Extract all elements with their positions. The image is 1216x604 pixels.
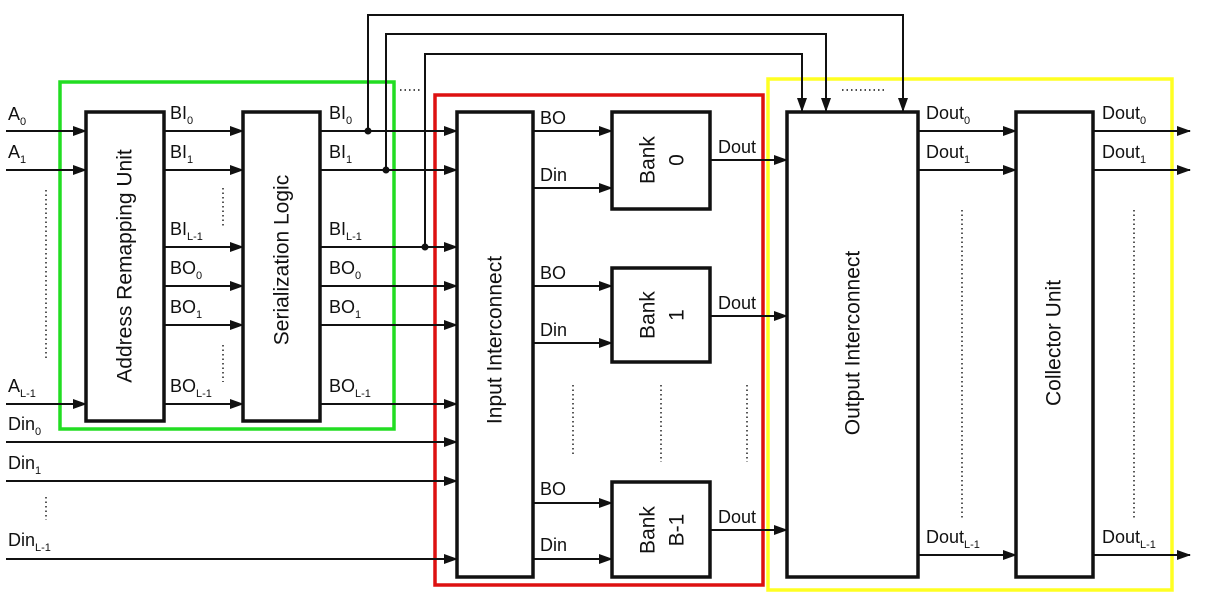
bankb-dout-label: Dout	[718, 507, 756, 527]
bank-1-number: 1	[666, 309, 689, 321]
bank-1-label: Bank	[637, 291, 660, 339]
bank0-bo-label: BO	[540, 108, 566, 128]
bank-port-labels: BO Din BO Din BO Din Dout Dout Dout	[540, 108, 756, 555]
bank-0-label: Bank	[637, 136, 660, 184]
bank-b-minus-1-number: B-1	[666, 514, 689, 547]
arm-bil1-label: BIL-1	[170, 219, 203, 243]
input-interconnect-label: Input Interconnect	[484, 256, 507, 424]
bank1-dout-label: Dout	[718, 293, 756, 313]
oi-to-cu-wires	[918, 126, 1017, 560]
bi-feedback-wires	[364, 14, 908, 251]
output-interconnect-block: Output Interconnect	[785, 110, 920, 579]
arm-bi0-label: BI0	[170, 103, 193, 127]
oi-dout1-label: Dout1	[926, 142, 970, 166]
arm-output-labels: BI0 BI1 BIL-1 BO0 BO1 BOL-1	[170, 103, 212, 400]
input-a1-label: A1	[8, 142, 26, 166]
sl-to-ii-wires	[320, 126, 458, 409]
sl-bo1-label: BO1	[329, 297, 361, 321]
arm-input-wires	[6, 126, 87, 409]
serialization-logic-block: Serialization Logic	[241, 110, 322, 423]
arm-bo0-label: BO0	[170, 258, 202, 282]
input-a0-label: A0	[8, 104, 26, 128]
bank1-din-label: Din	[540, 320, 567, 340]
arm-bol1-label: BOL-1	[170, 376, 212, 400]
cu-doutl1-label: DoutL-1	[1102, 527, 1156, 551]
input-din0-label: Din0	[8, 414, 41, 438]
output-interconnect-label: Output Interconnect	[842, 251, 865, 436]
cu-output-labels: Dout0 Dout1 DoutL-1	[1102, 103, 1156, 551]
bank0-dout-label: Dout	[718, 137, 756, 157]
bank-b-minus-1-block: Bank B-1	[610, 480, 712, 579]
address-remapping-unit-label: Address Remapping Unit	[114, 149, 137, 383]
serialization-logic-label: Serialization Logic	[271, 175, 294, 345]
bank-to-oi-wires	[710, 155, 788, 535]
bankb-din-label: Din	[540, 535, 567, 555]
arm-bo1-label: BO1	[170, 297, 202, 321]
input-din1-label: Din1	[8, 453, 41, 477]
address-remapping-unit-block: Address Remapping Unit	[84, 110, 166, 423]
collector-unit-label: Collector Unit	[1043, 280, 1066, 406]
bank0-din-label: Din	[540, 165, 567, 185]
arm-bi1-label: BI1	[170, 142, 193, 166]
din-wires	[6, 437, 458, 564]
collector-unit-block: Collector Unit	[1014, 110, 1095, 579]
input-al1-label: AL-1	[8, 376, 36, 400]
oi-dout0-label: Dout0	[926, 103, 970, 127]
green-region	[58, 80, 396, 431]
arm-to-sl-wires	[164, 126, 244, 409]
bank-0-number: 0	[666, 154, 689, 166]
input-dinl1-label: DinL-1	[8, 530, 51, 554]
cu-dout0-label: Dout0	[1102, 103, 1146, 127]
sl-output-labels: BI0 BI1 BIL-1 BO0 BO1 BOL-1	[329, 103, 371, 400]
ii-to-bank-wires	[533, 126, 748, 564]
cu-output-wires	[1093, 126, 1191, 560]
input-labels: A0 A1 AL-1 Din0 Din1 DinL-1	[8, 104, 51, 554]
cu-dout1-label: Dout1	[1102, 142, 1146, 166]
sl-bol1-label: BOL-1	[329, 376, 371, 400]
bank-0-block: Bank 0	[610, 110, 712, 211]
bankb-bo-label: BO	[540, 479, 566, 499]
oi-doutl1-label: DoutL-1	[926, 527, 980, 551]
red-region	[433, 93, 765, 587]
bank1-bo-label: BO	[540, 263, 566, 283]
sl-bo0-label: BO0	[329, 258, 361, 282]
sl-bi1-label: BI1	[329, 142, 352, 166]
input-interconnect-block: Input Interconnect	[455, 110, 535, 579]
bank-b-minus-1-label: Bank	[637, 506, 660, 554]
yellow-region	[766, 77, 1174, 592]
bank-1-block: Bank 1	[610, 266, 712, 364]
oi-output-labels: Dout0 Dout1 DoutL-1	[926, 103, 980, 551]
sl-bil1-label: BIL-1	[329, 219, 362, 243]
sl-bi0-label: BI0	[329, 103, 352, 127]
